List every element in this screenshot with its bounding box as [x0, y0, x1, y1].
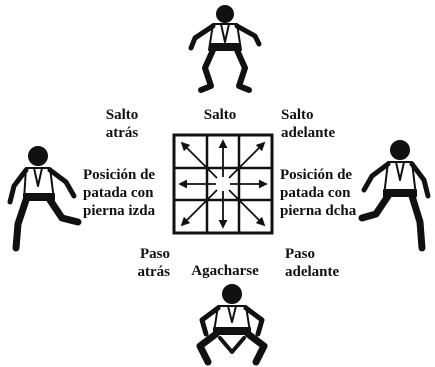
crouch-label: Agacharse [191, 263, 259, 279]
crouching-fighter-illustration [196, 284, 268, 366]
jump-back-label: Salto atrás [105, 107, 139, 141]
right-kick-fighter-illustration [358, 140, 431, 252]
arrow-down-left-icon [180, 189, 218, 227]
step-forward-label: Paso adelante [285, 246, 340, 280]
arrow-down-right-icon [228, 189, 266, 227]
left-kick-stance-label: Posición de patada con pierna izda [83, 167, 156, 219]
right-kick-stance-label: Posición de patada con pierna dcha [280, 167, 357, 219]
jump-label: Salto [203, 107, 237, 123]
step-back-label: Paso atrás [137, 246, 171, 280]
jump-forward-label: Salto adelante [281, 107, 336, 141]
arrow-up-right-icon [228, 141, 266, 179]
arrow-up-left-icon [180, 141, 218, 179]
jumping-fighter-illustration [188, 5, 262, 93]
joystick-direction-grid [172, 133, 274, 235]
left-kick-fighter-illustration [7, 146, 82, 252]
